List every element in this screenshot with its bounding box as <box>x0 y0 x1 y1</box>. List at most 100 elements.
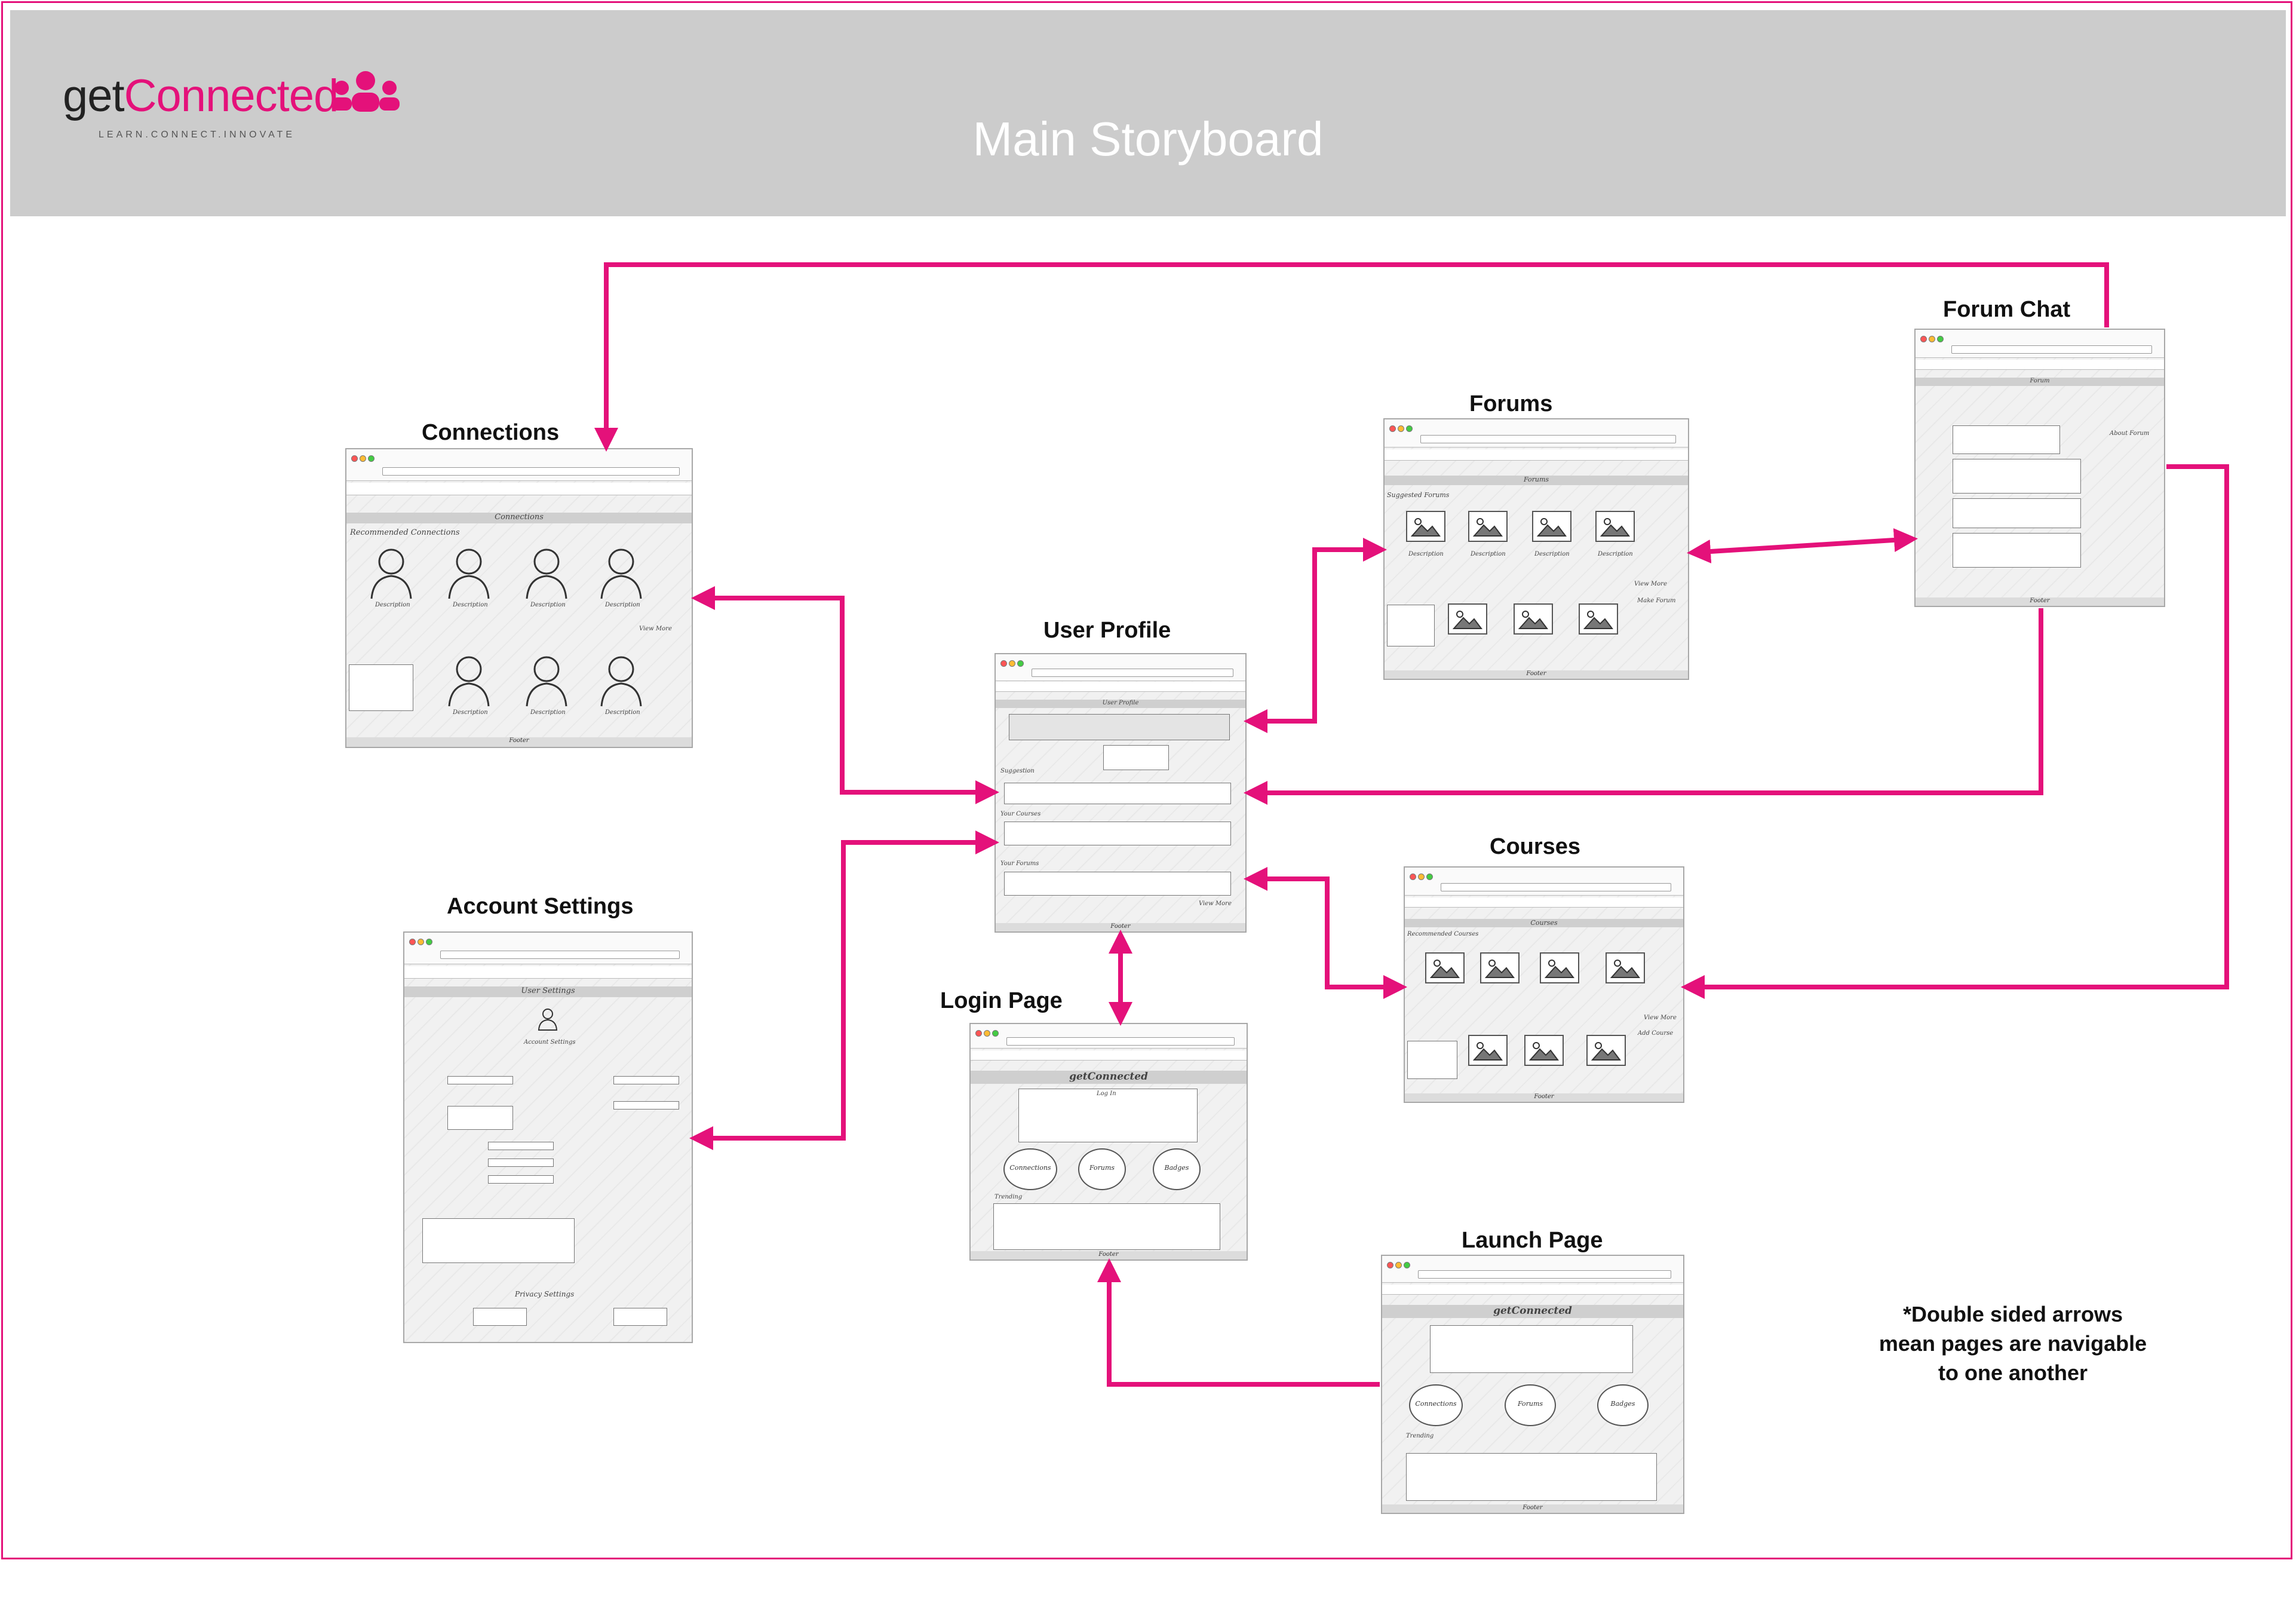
wireframe-launch-page: getConnected Connections Forums Badges T… <box>1381 1255 1684 1514</box>
note-line: to one another <box>1938 1360 2088 1385</box>
email-field <box>613 1076 679 1084</box>
nav-row <box>1385 449 1688 461</box>
browser-chrome <box>1385 419 1688 448</box>
arrow-profile-forums <box>1244 538 1387 733</box>
wireframe-courses: Courses Recommended Courses View More Ad… <box>1404 866 1684 1103</box>
landscape-icon <box>1600 518 1630 537</box>
nav-row <box>1405 897 1683 908</box>
username-field <box>447 1076 513 1084</box>
avatar-icon <box>538 1009 558 1031</box>
trending-carousel <box>1406 1453 1657 1501</box>
browser-chrome <box>996 654 1245 681</box>
courses-row <box>1004 822 1231 845</box>
landscape-icon <box>1518 611 1548 629</box>
wireframe-login-page: getConnected Log In Connections Forums B… <box>969 1023 1248 1261</box>
logo-prefix: get <box>63 71 125 121</box>
landscape-icon <box>1485 960 1515 978</box>
window-controls <box>1000 659 1026 670</box>
description-text: Description <box>1534 551 1570 557</box>
forums-circle: Forums <box>1505 1384 1556 1426</box>
description-text: Description <box>1408 551 1444 557</box>
landscape-icon <box>1473 1042 1503 1061</box>
add-course-link: Add Course <box>1638 1030 1674 1037</box>
label-forums: Forums <box>1469 391 1553 416</box>
browser-chrome <box>971 1024 1247 1049</box>
login-form: Log In <box>1018 1089 1198 1142</box>
image-placeholder <box>1586 1035 1626 1066</box>
post-card <box>1953 425 2060 454</box>
image-placeholder <box>1468 1035 1508 1066</box>
post-card <box>1953 459 2081 494</box>
browser-chrome <box>1382 1256 1683 1283</box>
view-more-link: View More <box>1634 581 1667 587</box>
window-controls <box>1920 335 1945 345</box>
wireframe-user-profile: User Profile Suggestion Your Courses You… <box>994 653 1247 933</box>
landscape-icon <box>1583 611 1613 629</box>
description-text: Description <box>453 709 488 716</box>
description-text: Description <box>1471 551 1506 557</box>
image-placeholder <box>1425 952 1465 983</box>
your-forums-heading: Your Forums <box>1000 860 1039 867</box>
wireframe-forums: Forums Suggested Forums Description Desc… <box>1383 418 1689 680</box>
description-text: Description <box>605 709 640 716</box>
about-forum-label: About Forum <box>2110 430 2150 437</box>
nav-row <box>996 682 1245 692</box>
landscape-icon <box>1537 518 1567 537</box>
intro-box <box>1430 1325 1633 1373</box>
logo-wordmark: getConnected <box>63 70 339 122</box>
wireframe-connections: Connections Recommended Connections Desc… <box>345 448 693 748</box>
image-placeholder <box>1448 603 1487 635</box>
window-controls <box>1410 872 1435 883</box>
privacy-select <box>613 1308 667 1326</box>
trending-carousel <box>993 1203 1220 1250</box>
footer-bar: Footer <box>996 923 1245 931</box>
landscape-icon <box>1591 1042 1621 1061</box>
people-group-icon <box>331 71 400 112</box>
image-placeholder <box>1480 952 1520 983</box>
section-bar: Connections <box>346 513 692 523</box>
note-line: *Double sided arrows <box>1902 1302 2123 1326</box>
logo-accent: Connected <box>124 71 339 121</box>
trending-heading: Trending <box>994 1194 1023 1200</box>
arrow-launch-to-login <box>1097 1258 1380 1387</box>
address-bar <box>1441 883 1671 891</box>
suggested-forums-heading: Suggested Forums <box>1387 491 1450 499</box>
landscape-icon <box>1545 960 1574 978</box>
window-controls <box>351 454 376 465</box>
filter-box <box>1387 605 1435 646</box>
privacy-select <box>473 1308 527 1326</box>
label-forum-chat: Forum Chat <box>1943 297 2071 322</box>
label-launch-page: Launch Page <box>1462 1228 1603 1253</box>
address-bar <box>1951 345 2152 354</box>
view-more-link: View More <box>1199 900 1232 907</box>
forums-circle: Forums <box>1078 1148 1126 1190</box>
logo-tagline: LEARN.CONNECT.INNOVATE <box>99 130 295 140</box>
landscape-icon <box>1430 960 1460 978</box>
course-field <box>488 1142 554 1150</box>
badges-circle: Badges <box>1597 1384 1649 1426</box>
label-user-profile: User Profile <box>1043 618 1171 643</box>
brand-bar: getConnected <box>971 1071 1247 1084</box>
section-bar: User Settings <box>404 986 692 997</box>
nav-row <box>971 1050 1247 1061</box>
image-placeholder <box>1468 511 1508 542</box>
description-text: Description <box>605 602 640 608</box>
browser-chrome <box>1405 868 1683 896</box>
course-field <box>488 1159 554 1167</box>
note-line: mean pages are navigable <box>1878 1331 2147 1356</box>
landscape-icon <box>1473 518 1503 537</box>
log-in-heading: Log In <box>1097 1090 1116 1097</box>
image-placeholder <box>1579 603 1618 635</box>
address-bar <box>440 951 680 959</box>
section-bar: Courses <box>1405 919 1683 927</box>
arrow-profile-connections <box>691 586 999 804</box>
landscape-icon <box>1453 611 1482 629</box>
image-placeholder <box>1532 511 1571 542</box>
section-bar: Forums <box>1385 476 1688 485</box>
address-bar <box>1418 1270 1671 1279</box>
image-placeholder <box>1606 952 1645 983</box>
description-text: Description <box>1598 551 1633 557</box>
account-settings-label: Account Settings <box>524 1039 576 1046</box>
description-text: Description <box>453 602 488 608</box>
description-text: Description <box>375 602 410 608</box>
